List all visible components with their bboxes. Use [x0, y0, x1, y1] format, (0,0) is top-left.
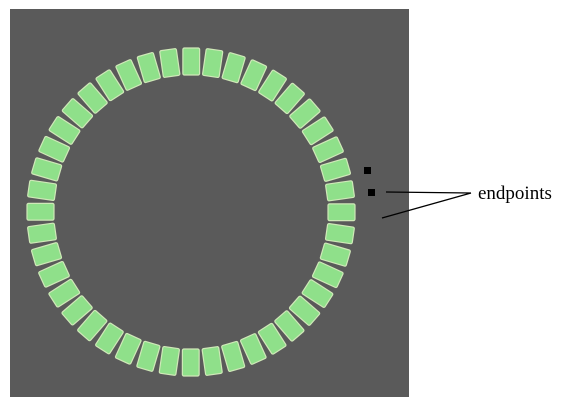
- ring-segment: [95, 69, 125, 102]
- ring-segment: [258, 69, 287, 102]
- ring-segment: [159, 48, 181, 78]
- ring-segment: [201, 346, 223, 376]
- ring-segment: [27, 222, 57, 244]
- leader-line-upper: [385, 191, 472, 194]
- ring-segment: [301, 279, 334, 308]
- ring-segment: [30, 242, 63, 267]
- ring-segment: [240, 59, 268, 92]
- ring-segment: [38, 260, 70, 288]
- ring-segment: [257, 322, 287, 355]
- ring-segment: [202, 48, 224, 79]
- ring-segment: [136, 51, 161, 84]
- ring-segment: [31, 157, 63, 182]
- ring-segment: [311, 261, 344, 289]
- leader-line-lower: [381, 192, 472, 219]
- ring-segment: [95, 322, 124, 355]
- ring-segment: [221, 340, 246, 373]
- ring-segment: [319, 157, 352, 182]
- ring-segment: [38, 135, 71, 163]
- ring-segment: [27, 179, 58, 201]
- ring-segment: [301, 116, 334, 146]
- ring-segment: [26, 202, 55, 221]
- ring-segment: [158, 345, 180, 376]
- ring-segment: [312, 136, 344, 164]
- ring-segment: [136, 340, 161, 372]
- ring-segment: [182, 47, 201, 76]
- endpoint-marker-bottom: [368, 189, 375, 196]
- ring-segment: [61, 295, 93, 326]
- ring-segment: [61, 98, 94, 129]
- ring-segment: [319, 242, 351, 267]
- ring-segment: [77, 309, 108, 342]
- ring-segment: [77, 82, 108, 114]
- ring-segment: [221, 52, 246, 84]
- segment-ring: [26, 47, 356, 377]
- ring-segment: [115, 59, 143, 91]
- ring-segment: [288, 295, 321, 326]
- ring-segment: [324, 223, 355, 245]
- ring-segment: [48, 278, 81, 308]
- endpoints-annotation: endpoints: [364, 167, 552, 219]
- ring-segment: [114, 332, 142, 365]
- ring-segment: [274, 310, 305, 342]
- ring-segment: [325, 180, 355, 202]
- ring-segment: [274, 82, 305, 115]
- ring-segment: [181, 348, 200, 377]
- ring-segment: [239, 333, 267, 365]
- ring-segment: [327, 203, 356, 222]
- endpoint-marker-top: [364, 167, 371, 174]
- ring-segment: [48, 116, 81, 145]
- ring-segment: [289, 98, 321, 129]
- endpoints-label: endpoints: [478, 183, 552, 204]
